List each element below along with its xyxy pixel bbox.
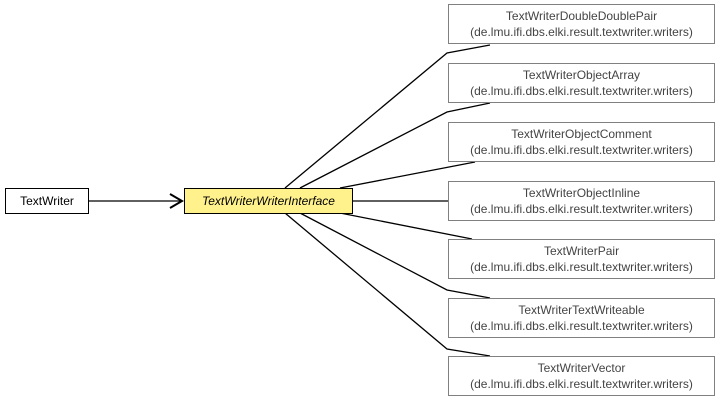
class-impl-6[interactable]: TextWriterVector (de.lmu.ifi.dbs.elki.re… bbox=[448, 356, 715, 396]
class-impl-5[interactable]: TextWriterTextWriteable (de.lmu.ifi.dbs.… bbox=[448, 298, 715, 338]
class-name: TextWriterObjectArray bbox=[522, 68, 641, 82]
arrowhead bbox=[169, 193, 184, 209]
class-impl-0[interactable]: TextWriterDoubleDoublePair (de.lmu.ifi.d… bbox=[448, 4, 715, 44]
class-impl-1[interactable]: TextWriterObjectArray (de.lmu.ifi.dbs.el… bbox=[448, 63, 715, 103]
class-name: TextWriterObjectInline bbox=[522, 186, 641, 200]
class-package: (de.lmu.ifi.dbs.elki.result.textwriter.w… bbox=[470, 319, 693, 333]
class-impl-4[interactable]: TextWriterPair (de.lmu.ifi.dbs.elki.resu… bbox=[448, 239, 715, 279]
edge-impl-1 bbox=[299, 102, 491, 189]
interface-name: TextWriterWriterInterface bbox=[202, 194, 335, 208]
class-package: (de.lmu.ifi.dbs.elki.result.textwriter.w… bbox=[470, 84, 693, 98]
class-textwriter[interactable]: TextWriter bbox=[5, 188, 89, 214]
class-name: TextWriterDoubleDoublePair bbox=[505, 9, 658, 23]
edge-impl-2 bbox=[339, 161, 476, 189]
class-package: (de.lmu.ifi.dbs.elki.result.textwriter.w… bbox=[470, 202, 693, 216]
class-name: TextWriterPair bbox=[543, 244, 620, 258]
class-package: (de.lmu.ifi.dbs.elki.result.textwriter.w… bbox=[470, 25, 693, 39]
class-name: TextWriterObjectComment bbox=[511, 127, 652, 141]
class-package: (de.lmu.ifi.dbs.elki.result.textwriter.w… bbox=[470, 143, 693, 157]
edge-impl-4 bbox=[339, 212, 473, 240]
class-package: (de.lmu.ifi.dbs.elki.result.textwriter.w… bbox=[470, 260, 693, 274]
class-package: (de.lmu.ifi.dbs.elki.result.textwriter.w… bbox=[470, 377, 693, 391]
class-name: TextWriterVector bbox=[537, 361, 626, 375]
class-impl-3[interactable]: TextWriterObjectInline (de.lmu.ifi.dbs.e… bbox=[448, 181, 715, 221]
class-name: TextWriter bbox=[20, 194, 74, 208]
class-impl-2[interactable]: TextWriterObjectComment (de.lmu.ifi.dbs.… bbox=[448, 122, 715, 162]
interface-textwriterwriterinterface[interactable]: TextWriterWriterInterface bbox=[184, 188, 353, 214]
edge-impl-6 bbox=[284, 212, 491, 357]
class-name: TextWriterTextWriteable bbox=[518, 303, 645, 317]
edge-impl-0 bbox=[284, 44, 491, 189]
edge-impl-5 bbox=[299, 212, 491, 299]
